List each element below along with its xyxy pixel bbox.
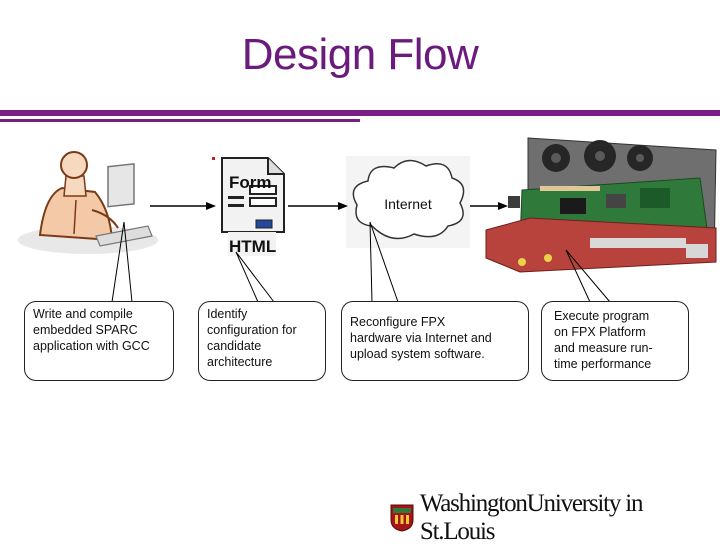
step-box-identify: Identify configuration for candidate arc… — [198, 301, 326, 381]
step-text-execute: Execute program on FPX Platform and meas… — [554, 309, 653, 371]
callout-pointers — [111, 221, 611, 303]
step-box-reconfigure: Reconfigure FPX hardware via Internet an… — [341, 301, 529, 381]
title-rule-thick — [0, 110, 720, 116]
university-wordmark: WashingtonUniversity in St.Louis — [419, 490, 644, 545]
step-text-identify: Identify configuration for candidate arc… — [207, 307, 297, 369]
person-at-computer-illustration — [18, 151, 158, 254]
title-rule-thin — [0, 119, 360, 122]
internet-label: Internet — [384, 196, 432, 212]
slide-title: Design Flow — [241, 30, 479, 79]
flow-arrows — [150, 202, 508, 210]
step-text-compile: Write and compile embedded SPARC applica… — [33, 307, 150, 353]
html-label: HTML — [229, 237, 276, 256]
step-box-compile: Write and compile embedded SPARC applica… — [24, 301, 174, 381]
step-text-reconfigure: Reconfigure FPX hardware via Internet an… — [350, 315, 492, 361]
form-label: Form — [229, 173, 272, 192]
university-logo: WashingtonUniversity in St.Louis — [390, 490, 720, 545]
html-form-icon: Form HTML — [212, 157, 285, 256]
internet-cloud-icon: Internet — [346, 156, 470, 248]
fpx-hardware-photo — [485, 137, 717, 273]
step-box-execute: Execute program on FPX Platform and meas… — [541, 301, 689, 381]
university-seal-icon — [390, 504, 414, 532]
